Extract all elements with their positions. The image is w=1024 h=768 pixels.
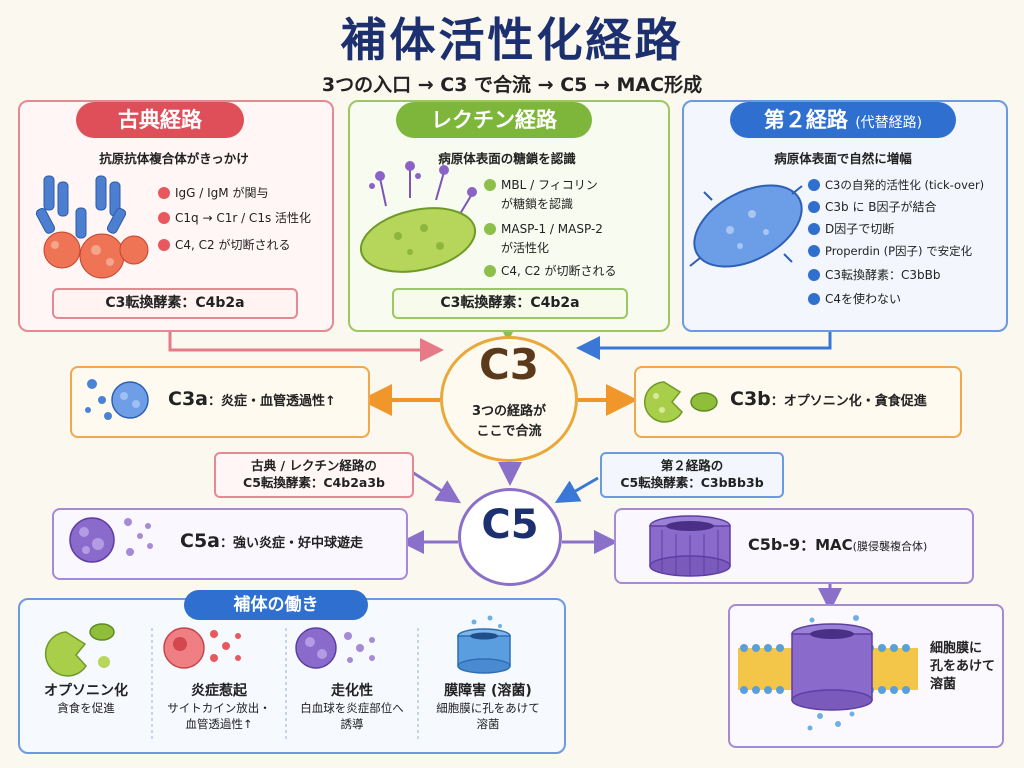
c5a-name: C5a <box>180 530 220 552</box>
c3b-name: C3b <box>730 388 771 410</box>
mac-paren: (膜侵襲複合体) <box>852 540 928 553</box>
lectin-pathway-title: レクチン経路 <box>396 102 592 138</box>
page-subtitle: 3つの入口 → C3 で合流 → C5 → MAC形成 <box>321 74 703 96</box>
c5-node <box>458 488 562 586</box>
alternative-title-main: 第２経路 <box>763 108 848 132</box>
c5-convertase-left-note: 古典 / レクチン経路の C5転換酵素：C4b2a3b <box>214 452 414 498</box>
functions-title: 補体の働き <box>184 590 368 620</box>
function-chemotaxis: 走化性 白血球を炎症部位へ 誘導 <box>288 680 416 732</box>
c5conv-left-arrow <box>411 470 462 504</box>
alternative-bullet-4: Properdin (P因子) で安定化 <box>808 244 1004 259</box>
bullet-dot-icon <box>808 201 820 213</box>
mac-name: C5b-9 <box>748 535 801 554</box>
function-opsonization: オプソニン化 貪食を促進 <box>22 680 150 716</box>
c5-conv-left-line2: C5転換酵素：C4b2a3b <box>243 475 385 490</box>
bullet-dot-icon <box>808 223 820 235</box>
membrane-note-line1: 細胞膜に <box>930 641 983 656</box>
alt-to-c3-arrow <box>576 330 832 360</box>
function-membrane-damage-desc2: 溶菌 <box>476 717 500 731</box>
lectin-bullet-1b: が糖鎖を認識 <box>501 197 574 211</box>
classical-pathway-subtitle: 抗原抗体複合体がきっかけ <box>99 151 249 166</box>
classical-bullet-3: C4, C2 が切断される <box>158 238 328 253</box>
bullet-dot-icon <box>484 179 496 191</box>
c3b-desc: ：オプソニン化・貪食促進 <box>770 394 927 409</box>
alternative-pathway-title: 第２経路 (代替経路) <box>730 102 956 138</box>
bullet-dot-icon <box>808 269 820 281</box>
lectin-bullet-2b: が活性化 <box>501 241 550 255</box>
bullet-dot-icon <box>158 187 170 199</box>
c5-conv-right-line2: C5転換酵素：C3bBb3b <box>620 475 764 490</box>
c5a-desc: ：強い炎症・好中球遊走 <box>220 536 364 551</box>
mac-label: C5b-9：MAC(膜侵襲複合体) <box>748 534 968 555</box>
c5-label: C5 <box>481 502 539 548</box>
function-membrane-damage-head: 膜障害 (溶菌) <box>444 683 532 699</box>
c3-label: C3 <box>478 340 540 389</box>
function-membrane-damage: 膜障害 (溶菌) 細胞膜に孔をあけて 溶菌 <box>420 680 556 732</box>
bullet-dot-icon <box>484 223 496 235</box>
function-inflammation-head: 炎症惹起 <box>191 683 247 699</box>
alternative-title-paren: (代替経路) <box>855 115 923 131</box>
function-chemotaxis-desc2: 誘導 <box>340 717 364 731</box>
lectin-bullet-2: MASP-1 / MASP-2 <box>484 222 664 237</box>
alternative-bullet-1: C3の自発的活性化 (tick-over) <box>808 178 1004 193</box>
classical-bullet-1: IgG / IgM が関与 <box>158 186 328 201</box>
function-opsonization-desc: 貪食を促進 <box>57 701 115 715</box>
lectin-bullet-3: C4, C2 が切断される <box>484 264 664 279</box>
alternative-bullet-5: C3転換酵素：C3bBb <box>808 268 1004 283</box>
alternative-bullet-3: D因子で切断 <box>808 222 1004 237</box>
membrane-note-line2: 孔をあけて <box>930 659 996 674</box>
c3b-label: C3b：オプソニン化・貪食促進 <box>730 388 956 410</box>
bullet-dot-icon <box>484 265 496 277</box>
bullet-dot-icon <box>808 245 820 257</box>
page-title: 補体活性化経路 <box>340 13 684 67</box>
function-chemotaxis-desc1: 白血球を炎症部位へ <box>300 701 404 715</box>
bullet-dot-icon <box>808 179 820 191</box>
c5-convertase-right-note: 第２経路の C5転換酵素：C3bBb3b <box>600 452 784 498</box>
classical-bullet-2: C1q → C1r / C1s 活性化 <box>158 211 328 226</box>
lectin-pathway-subtitle: 病原体表面の糖鎖を認識 <box>438 151 576 166</box>
bullet-dot-icon <box>158 212 170 224</box>
function-inflammation-desc1: サイトカイン放出・ <box>167 701 271 715</box>
c5-conv-right-line1: 第２経路の <box>660 458 724 473</box>
c5a-label: C5a：強い炎症・好中球遊走 <box>180 530 404 552</box>
c3a-name: C3a <box>168 388 208 410</box>
classical-pathway-title: 古典経路 <box>76 102 244 138</box>
lectin-c3-convertase: C3転換酵素：C4b2a <box>392 288 628 319</box>
function-chemotaxis-head: 走化性 <box>331 683 373 699</box>
c3-text-2: ここで合流 <box>476 424 542 439</box>
function-membrane-damage-desc1: 細胞膜に孔をあけて <box>436 701 540 715</box>
function-inflammation: 炎症惹起 サイトカイン放出・ 血管透過性↑ <box>154 680 284 732</box>
c3a-label: C3a：炎症・血管透過性↑ <box>168 388 368 410</box>
c5-conv-left-line1: 古典 / レクチン経路の <box>251 458 377 473</box>
membrane-note-line3: 溶菌 <box>930 677 957 692</box>
alternative-pathway-subtitle: 病原体表面で自然に増幅 <box>774 151 912 166</box>
classical-c3-convertase: C3転換酵素：C4b2a <box>52 288 298 319</box>
c3b-box <box>634 366 962 438</box>
lectin-bullet-1: MBL / フィコリン <box>484 178 664 193</box>
c3-text-1: 3つの経路が <box>471 404 547 419</box>
bullet-dot-icon <box>808 293 820 305</box>
function-opsonization-head: オプソニン化 <box>44 683 128 699</box>
alternative-bullet-6: C4を使わない <box>808 292 1004 307</box>
function-inflammation-desc2: 血管透過性↑ <box>185 717 253 731</box>
c3-node <box>440 336 578 462</box>
c3a-box <box>70 366 370 438</box>
bullet-dot-icon <box>158 239 170 251</box>
classical-to-c3-arrow <box>168 330 444 362</box>
mac-desc: ：MAC <box>800 536 853 554</box>
alternative-bullet-2: C3b に B因子が結合 <box>808 200 1004 215</box>
membrane-note: 細胞膜に 孔をあけて 溶菌 <box>930 640 998 694</box>
c3a-desc: ：炎症・血管透過性↑ <box>208 394 336 409</box>
c5conv-right-arrow <box>554 476 599 504</box>
